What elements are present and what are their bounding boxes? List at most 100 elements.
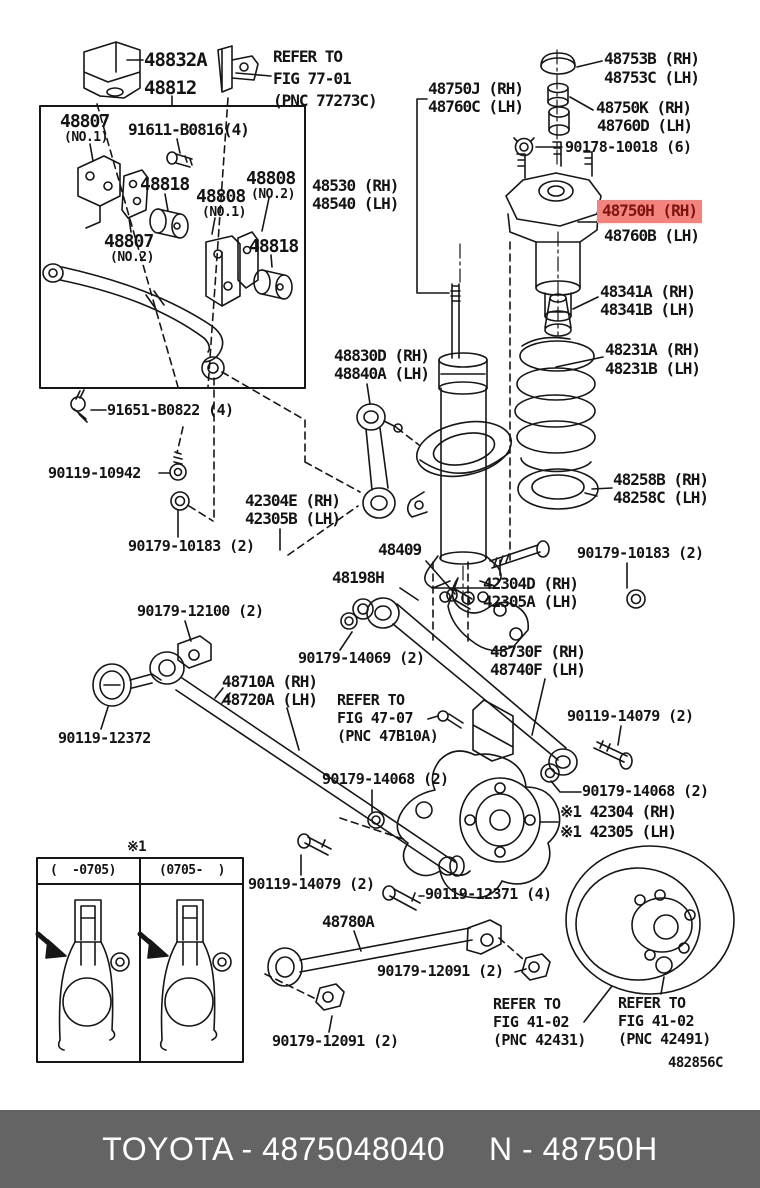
part-label-48710a: 48710A (RH) (222, 672, 318, 691)
part-label-91651: 91651-B0822 (4) (107, 401, 234, 419)
part-label-48341b: 48341B (LH) (600, 300, 696, 319)
part-label-48198h: 48198H (332, 568, 385, 587)
part-label-48760c: 48760C (LH) (428, 97, 524, 116)
part-label-48750h-highlighted: 48750H (RH) (597, 200, 702, 223)
bolt-91651-shape (70, 389, 88, 423)
spring-48231-shape (514, 336, 596, 473)
part-label-48753b: 48753B (RH) (604, 49, 700, 68)
cap-48753-shape (540, 52, 576, 75)
part-label-48740f: 48740F (LH) (490, 660, 586, 679)
inset-drawing-pre0705 (38, 900, 129, 1050)
part-label-12091-mid: 90179-12091 (2) (377, 962, 504, 980)
bracket-48832a-shape (83, 41, 141, 99)
refer-fig4707-line3: (PNC 47B10A) (337, 727, 439, 745)
part-label-48730f: 48730F (RH) (490, 642, 586, 661)
bushing-48818-a-shape (149, 208, 189, 239)
inset-drawing-post0705 (140, 900, 231, 1050)
part-label-14079-right: 90119-14079 (2) (567, 707, 694, 725)
part-label-48258b: 48258B (RH) (613, 470, 709, 489)
footer-brand-part-number: TOYOTA - 4875048040 (102, 1131, 446, 1167)
part-label-48760b: 48760B (LH) (604, 226, 700, 245)
part-label-48231a: 48231A (RH) (605, 340, 701, 359)
part-label-12371: 90119-12371 (4) (425, 885, 552, 903)
bushing-48818-b-shape (253, 269, 293, 300)
part-label-48818-b: 48818 (249, 236, 299, 257)
part-label-48753c: 48753C (LH) (604, 68, 700, 87)
footer-bar: TOYOTA - 4875048040 N - 48750H (0, 1110, 760, 1188)
refer-fig4707-line1: REFER TO (337, 691, 405, 709)
bolt-12371-shape (382, 885, 421, 911)
part-label-12100: 90179-12100 (2) (137, 602, 264, 620)
part-label-48812: 48812 (144, 77, 197, 99)
part-label-48409: 48409 (378, 540, 422, 559)
refer-fig7701-line1: REFER TO (273, 47, 343, 66)
washers-14069-shape (340, 598, 374, 630)
nut-14068-right-shape (540, 763, 560, 783)
strut-48530-shape (406, 283, 513, 603)
part-label-12091-bottom: 90179-12091 (2) (272, 1032, 399, 1050)
refer-fig4102l-line2: FIG 41-02 (493, 1013, 569, 1031)
part-label-91611: 91611-B0816(4) (128, 120, 250, 139)
refer-fig4102l-line1: REFER TO (493, 995, 561, 1013)
part-label-48830d: 48830D (RH) (334, 346, 430, 365)
centerlines (459, 49, 559, 603)
part-label-42304e: 42304E (RH) (245, 491, 341, 510)
part-label-48808-no2-sub: (NO.2) (251, 187, 295, 202)
part-label-48807-no2-sub: (NO.2) (110, 250, 154, 265)
diagram-code: 482856C (668, 1055, 723, 1071)
bolt-42304d-shape (489, 540, 550, 569)
refer-fig4102r-line2: FIG 41-02 (618, 1012, 694, 1030)
part-label-10183-right: 90179-10183 (2) (577, 544, 704, 562)
part-label-48258c: 48258C (LH) (613, 488, 709, 507)
nut-90178-shape (513, 137, 535, 157)
part-label-42305b: 42305B (LH) (245, 509, 341, 528)
part-label-12372: 90119-12372 (58, 729, 151, 747)
part-label-90178: 90178-10018 (6) (565, 138, 692, 156)
refer-fig4102l-line3: (PNC 42431) (493, 1031, 586, 1049)
insulator-48258-shape (517, 468, 599, 510)
brake-rotor-shape (565, 845, 735, 995)
diagram-line-art (0, 41, 735, 1063)
refer-fig7701-line2: FIG 77-01 (273, 69, 352, 88)
bolt-4707-shape (437, 710, 464, 729)
part-label-48808-no1-sub: (NO.1) (202, 205, 246, 220)
inset-marker: ※1 (127, 839, 147, 855)
part-label-14069: 90179-14069 (2) (298, 649, 425, 667)
bolt-14079-right-shape (593, 740, 633, 770)
part-label-42304-star: ※1 42304 (RH) (560, 802, 677, 821)
bracket-48808-no1-shape (205, 235, 241, 307)
bracket-12100-shape (177, 635, 212, 669)
part-label-42305-star: ※1 42305 (LH) (560, 822, 677, 841)
rod-48780a-shape (267, 919, 551, 1011)
bolt-10942-shape (169, 451, 187, 481)
part-label-48808-no1: 48808 (196, 186, 246, 207)
bracket-48808-no2-shape (237, 231, 259, 289)
leader-lines (89, 59, 665, 1033)
part-label-48807-no2: 48807 (104, 231, 154, 252)
part-label-48530: 48530 (RH) (312, 176, 399, 195)
part-label-48807-no1-sub: (NO.1) (64, 130, 108, 145)
part-label-48341a: 48341A (RH) (600, 282, 696, 301)
inset-box (36, 857, 244, 1063)
refer-fig4102r-line3: (PNC 42491) (618, 1030, 711, 1048)
rod-48710a-shape (149, 651, 471, 877)
cam-plate-12372-shape (92, 663, 162, 707)
footer-pnc-code: N - 48750H (489, 1131, 658, 1167)
part-label-48720a: 48720A (LH) (222, 690, 318, 709)
arm-48730f-shape (366, 597, 578, 776)
bracket-48807-no2-shape (121, 169, 149, 219)
part-label-48780a: 48780A (322, 912, 375, 931)
part-label-48540: 48540 (LH) (312, 194, 399, 213)
refer-fig4102r-line1: REFER TO (618, 994, 686, 1012)
part-label-48231b: 48231B (LH) (605, 359, 701, 378)
refer-fig4707-line2: FIG 47-07 (337, 709, 413, 727)
bolt-14079-bottom-shape (297, 833, 332, 856)
bolt-91611-shape (166, 151, 193, 168)
stabilizer-bar-shape (42, 263, 225, 380)
bushing-48760d-shape (548, 106, 570, 136)
inset-col-right-header: (0705- ) (159, 863, 225, 878)
part-label-42305a: 42305A (LH) (483, 592, 579, 611)
part-label-42304d: 42304D (RH) (483, 574, 579, 593)
part-label-48760d: 48760D (LH) (597, 116, 693, 135)
